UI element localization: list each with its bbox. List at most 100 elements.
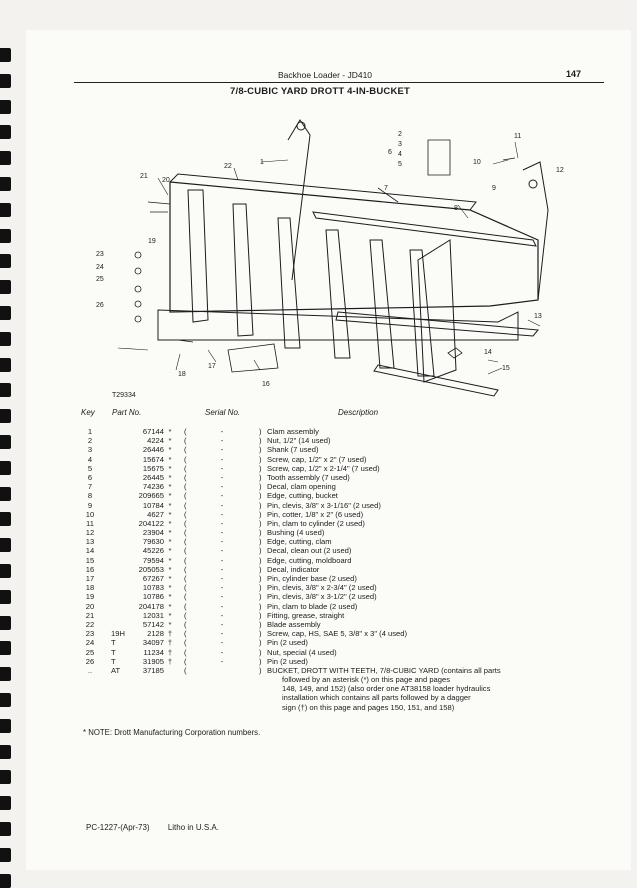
marker-cell: †: [167, 638, 173, 648]
part-number-cell: 79630: [142, 537, 164, 547]
binding-hole: [0, 718, 11, 733]
cutting-edge-clam: [335, 311, 539, 337]
binding-hole: [0, 331, 11, 346]
serial-cell: -: [220, 472, 224, 482]
binding-hole: [0, 125, 11, 140]
serial-close-paren: ): [259, 592, 262, 602]
continuation-line: sign (†) on this page and pages 150, 151…: [0, 703, 637, 712]
key-cell: 8: [87, 491, 93, 501]
marker-cell: *: [168, 491, 172, 501]
key-cell: 17: [85, 574, 95, 583]
serial-close-paren: ): [259, 509, 262, 519]
continuation-text: installation which contains all parts fo…: [282, 693, 471, 703]
binding-hole: [0, 847, 11, 862]
description-cell: BUCKET, DROTT WITH TEETH, 7/8-CUBIC YARD…: [267, 665, 501, 675]
key-cell: 22: [85, 619, 95, 629]
continuation-text: followed by an asterisk (*) on this page…: [282, 675, 451, 685]
svg-text:1: 1: [260, 159, 264, 166]
svg-text:20: 20: [162, 177, 170, 184]
blade-body: [169, 181, 539, 313]
part-number-cell: 4224: [147, 436, 164, 446]
svg-text:13: 13: [534, 313, 542, 320]
serial-open-paren: (: [184, 546, 187, 556]
serial-cell: -: [220, 619, 224, 629]
key-cell: 16: [85, 564, 95, 574]
serial-close-paren: ): [259, 482, 262, 492]
svg-text:23: 23: [96, 251, 104, 258]
serial-cell: -: [220, 445, 224, 455]
svg-text:25: 25: [96, 276, 104, 283]
key-cell: 14: [85, 546, 95, 556]
key-cell: 18: [85, 583, 95, 593]
marker-cell: *: [168, 427, 172, 436]
header-title: Backhoe Loader - JD410: [278, 70, 373, 80]
part-number-cell: 26446: [142, 445, 164, 455]
description-cell: Edge, cutting, clam: [267, 537, 332, 547]
binding-hole: [0, 667, 11, 682]
serial-open-paren: (: [184, 610, 187, 620]
part-number-cell: 67144: [142, 427, 164, 436]
serial-cell: -: [220, 555, 224, 565]
leader-lines: [117, 141, 541, 375]
serial-cell: -: [220, 500, 224, 510]
binding-hole: [0, 641, 11, 656]
marker-cell: *: [168, 454, 172, 464]
marker-cell: *: [168, 436, 172, 446]
continuation-text: sign (†) on this page and pages 150, 151…: [282, 702, 455, 712]
description-cell: Blade assembly: [267, 619, 321, 629]
serial-cell: -: [220, 482, 224, 492]
serial-close-paren: ): [259, 583, 262, 593]
serial-cell: -: [220, 537, 224, 547]
binding-hole: [0, 693, 11, 707]
part-number-cell: 10786: [142, 592, 164, 602]
prefix-cell: AT: [111, 665, 121, 675]
serial-close-paren: ): [259, 564, 262, 574]
binding-hole: [0, 202, 11, 217]
serial-cell: -: [220, 427, 224, 436]
serial-open-paren: (: [184, 454, 187, 464]
col-description-header: Description: [338, 408, 379, 417]
binding-hole: [0, 538, 11, 553]
serial-close-paren: ): [259, 427, 262, 436]
binding-hole: [0, 409, 11, 424]
part-number-cell: 12031: [142, 610, 164, 620]
svg-text:11: 11: [514, 133, 521, 140]
marker-cell: *: [168, 583, 172, 593]
marker-cell: *: [168, 518, 172, 528]
serial-close-paren: ): [259, 610, 262, 620]
header-rule: [74, 82, 604, 83]
description-cell: Pin, clam to cylinder (2 used): [267, 518, 365, 528]
serial-open-paren: (: [184, 427, 187, 436]
part-number-cell: 4627: [147, 509, 164, 519]
serial-close-paren: ): [259, 463, 262, 473]
serial-close-paren: ): [259, 472, 262, 482]
description-cell: Nut, 1/2" (14 used): [267, 436, 331, 446]
description-cell: Shank (7 used): [267, 445, 319, 455]
binding-hole: [0, 280, 11, 295]
marker-cell: *: [168, 555, 172, 565]
serial-open-paren: (: [184, 665, 187, 675]
marker-cell: *: [168, 537, 172, 547]
footer: PC-1227-(Apr-73) Litho in U.S.A.: [86, 823, 235, 832]
hardware: [134, 139, 516, 373]
binding-hole: [0, 73, 11, 88]
part-number-cell: 23904: [142, 528, 164, 538]
key-cell: 13: [85, 537, 95, 547]
svg-text:16: 16: [262, 381, 270, 388]
binding-hole: [0, 486, 11, 501]
serial-cell: -: [220, 528, 224, 538]
key-cell: 6: [87, 472, 93, 482]
